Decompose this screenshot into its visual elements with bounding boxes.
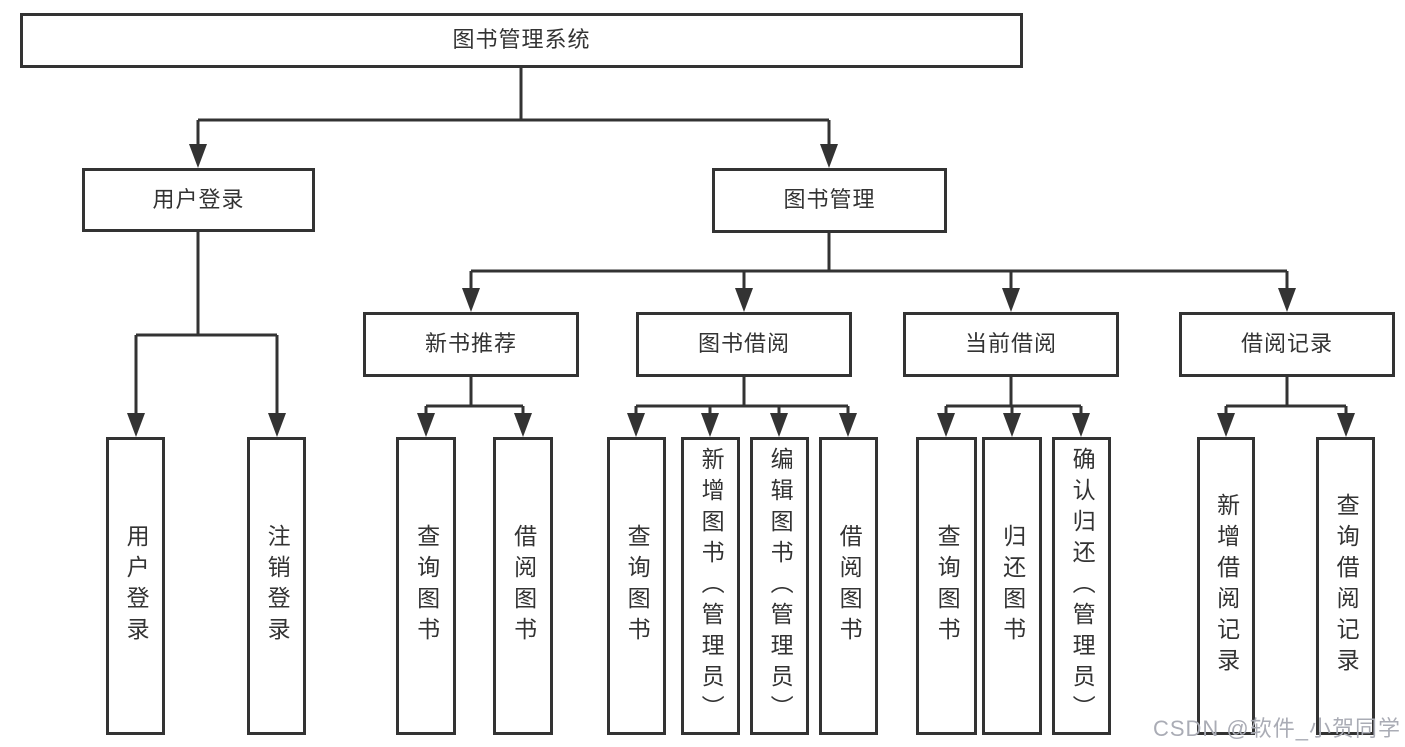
leaf-confirm-return-admin: 确认归还（管理员） — [1052, 437, 1111, 735]
leaf-query-books-current: 查询图书 — [916, 437, 977, 735]
leaf-query-books-recommend: 查询图书 — [396, 437, 456, 735]
leaf-query-books-borrow: 查询图书 — [607, 437, 666, 735]
node-new-book-recommend: 新书推荐 — [363, 312, 579, 377]
node-borrow-records: 借阅记录 — [1179, 312, 1395, 377]
leaf-borrow-books-recommend: 借阅图书 — [493, 437, 553, 735]
leaf-add-book-admin: 新增图书（管理员） — [681, 437, 740, 735]
leaf-return-book: 归还图书 — [982, 437, 1042, 735]
node-book-borrow: 图书借阅 — [636, 312, 852, 377]
tree-edges — [134, 68, 1348, 415]
leaf-logout: 注销登录 — [247, 437, 306, 735]
node-root: 图书管理系统 — [20, 13, 1023, 68]
leaf-query-borrow-record: 查询借阅记录 — [1316, 437, 1375, 735]
leaf-borrow-books: 借阅图书 — [819, 437, 878, 735]
leaf-edit-book-admin: 编辑图书（管理员） — [750, 437, 809, 735]
node-current-borrow: 当前借阅 — [903, 312, 1119, 377]
leaf-add-borrow-record: 新增借阅记录 — [1197, 437, 1255, 735]
leaf-user-login: 用户登录 — [106, 437, 165, 735]
node-book-management: 图书管理 — [712, 168, 947, 233]
node-user-login: 用户登录 — [82, 168, 315, 232]
csdn-watermark: CSDN @软件_小贺同学 — [1152, 716, 1401, 741]
arrowheads — [127, 144, 1355, 437]
